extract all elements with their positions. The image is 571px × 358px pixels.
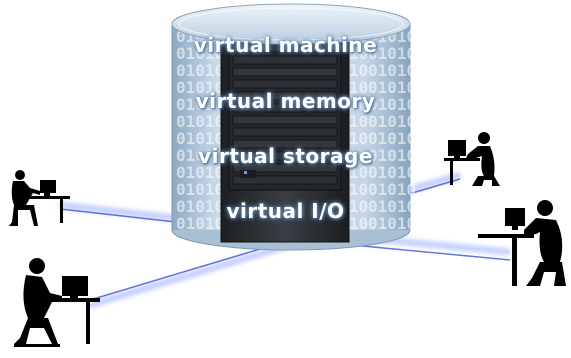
binary-digits: 01010 xyxy=(368,95,416,114)
rack-slot xyxy=(232,55,338,65)
binary-digits: 01010 xyxy=(176,95,224,114)
binary-digits: 01010 xyxy=(176,146,224,165)
binary-digits: 01010 xyxy=(368,163,416,182)
binary-digits: 01010 xyxy=(368,112,416,131)
binary-digits: 01010 xyxy=(176,180,224,199)
binary-digits: 01010 xyxy=(368,197,416,216)
workstation-right-top xyxy=(444,132,500,186)
rack-slot xyxy=(232,79,338,89)
binary-digits: 01010 xyxy=(176,214,224,233)
binary-digits: 01010 xyxy=(368,180,416,199)
layer-label-virtual-machine: virtual machine xyxy=(193,33,378,57)
rack-slot xyxy=(232,175,338,185)
binary-digits: 01010 xyxy=(176,61,224,80)
binary-digits: 01010 xyxy=(368,146,416,165)
binary-digits: 01010 xyxy=(368,61,416,80)
rack-slot xyxy=(232,115,338,125)
rack-slot xyxy=(232,91,338,101)
rack-slot xyxy=(232,163,338,173)
workstation-left-bottom xyxy=(14,258,100,347)
link-left-bottom xyxy=(88,239,292,309)
workstation-left-top xyxy=(9,170,70,226)
binary-digits: 01010 xyxy=(176,163,224,182)
layer-label-virtual-storage: virtual storage xyxy=(198,144,373,168)
binary-digits: 01010 xyxy=(176,197,224,216)
rack-slot xyxy=(232,103,338,113)
rack-slot xyxy=(232,67,338,77)
binary-digits: 01010 xyxy=(368,214,416,233)
binary-digits: 01010 xyxy=(176,112,224,131)
rack-slot xyxy=(232,127,338,137)
layer-label-virtual-io: virtual I/O xyxy=(226,199,345,223)
binary-digits: 01010 xyxy=(368,78,416,97)
binary-digits: 01010 xyxy=(176,44,224,63)
binary-digits: 01010 xyxy=(176,78,224,97)
binary-digits: 01010 xyxy=(368,129,416,148)
workstation-right-bottom xyxy=(478,200,566,286)
rack-slot xyxy=(232,151,338,161)
cylinder-top xyxy=(171,3,411,45)
binary-digits: 01010 xyxy=(368,44,416,63)
binary-digits: 01010 xyxy=(176,129,224,148)
layer-label-virtual-memory: virtual memory xyxy=(195,89,376,113)
server-rack xyxy=(220,21,350,243)
rack-slot xyxy=(232,139,338,149)
